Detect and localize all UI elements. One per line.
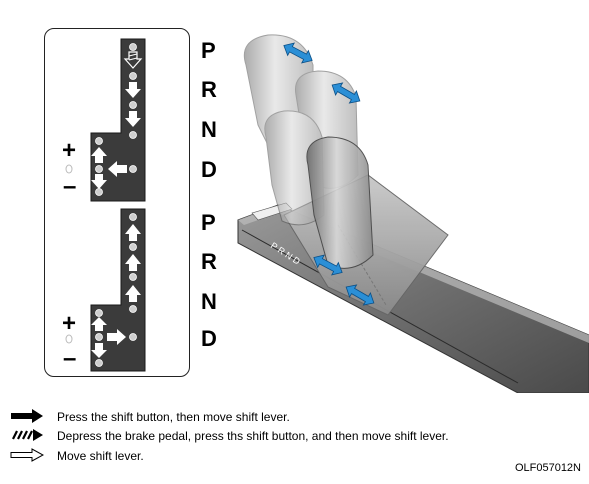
solid-arrow-icon bbox=[11, 409, 43, 423]
legend-row-hatched bbox=[10, 427, 44, 443]
plus-sign: + bbox=[62, 137, 77, 164]
outline-arrow-icon bbox=[10, 448, 44, 462]
arrow-down-hatched-icon bbox=[123, 51, 143, 69]
lower-gate-plate bbox=[65, 208, 146, 372]
figure-code: OLF057012N bbox=[514, 462, 581, 474]
arrow-left-outline-icon bbox=[108, 161, 127, 177]
legend-text-solid: Press the shift button, then move shift … bbox=[57, 410, 290, 424]
gear-letter-r: R bbox=[201, 249, 217, 274]
legend-row-outline bbox=[10, 447, 44, 463]
legend-row-solid bbox=[10, 408, 44, 424]
gear-letter-d: D bbox=[201, 157, 217, 182]
minus-sign: – bbox=[63, 173, 77, 200]
shift-lever-knob bbox=[306, 136, 374, 269]
gear-letter-n: N bbox=[201, 117, 217, 142]
shift-lever-illustration: P R N D bbox=[237, 34, 589, 393]
double-arrow-icon bbox=[345, 284, 375, 306]
arrow-up-outline-icon bbox=[91, 147, 107, 163]
arrow-right-outline-icon bbox=[107, 329, 126, 345]
arrow-up-outline-icon bbox=[125, 285, 141, 302]
arrow-down-outline-icon bbox=[125, 111, 141, 127]
arrow-up-solid-icon bbox=[125, 224, 141, 241]
gear-letter-n: N bbox=[201, 289, 217, 314]
hatched-arrow-icon bbox=[12, 429, 43, 441]
arrow-up-outline-icon bbox=[91, 317, 107, 331]
legend-text-hatched: Depress the brake pedal, press ths shift… bbox=[57, 429, 449, 443]
shift-gate-panel: P R N D + – P R N D + – bbox=[44, 28, 217, 377]
gear-letter-p: P bbox=[201, 210, 216, 235]
gear-letter-d: D bbox=[201, 326, 217, 351]
upper-gate-plate bbox=[65, 38, 146, 202]
arrow-up-solid-icon bbox=[125, 254, 141, 271]
gear-letter-r: R bbox=[201, 77, 217, 102]
arrow-down-outline-icon bbox=[91, 174, 107, 189]
double-arrow-icon bbox=[283, 42, 313, 64]
double-arrow-icon bbox=[313, 254, 343, 276]
arrow-down-outline-icon bbox=[125, 82, 141, 98]
arrow-down-outline-icon bbox=[91, 343, 107, 358]
minus-sign: – bbox=[63, 345, 77, 372]
double-arrow-icon bbox=[331, 82, 361, 104]
gear-letter-p: P bbox=[201, 38, 216, 63]
legend-text-outline: Move shift lever. bbox=[57, 449, 144, 463]
plus-sign: + bbox=[62, 310, 77, 337]
